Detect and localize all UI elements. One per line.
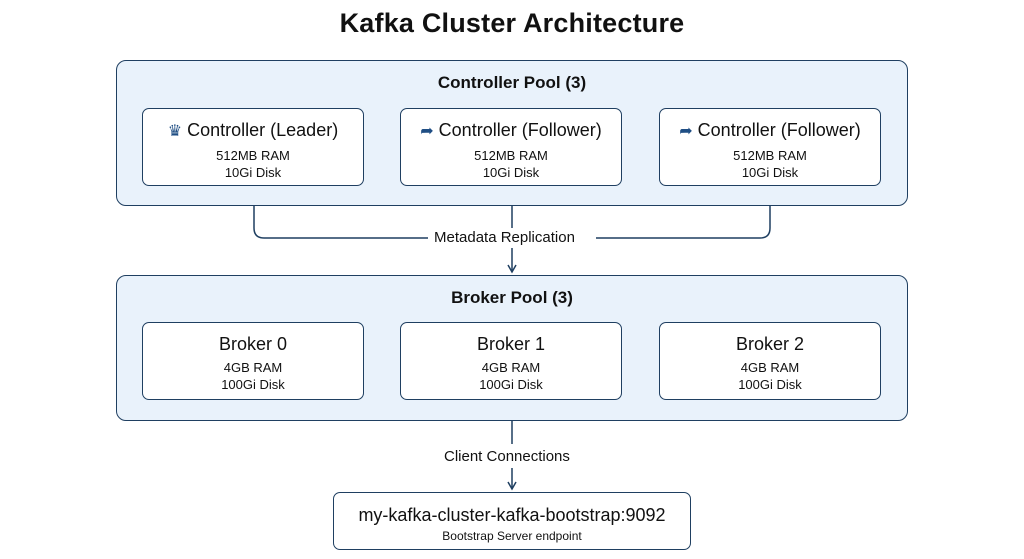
broker-2-ram: 4GB RAM <box>740 360 800 375</box>
share-arrow-icon: ➦ <box>679 123 693 140</box>
broker-0-label: Broker 0 <box>218 334 288 354</box>
controller-follower-2-node: ➦Controller (Follower) 512MB RAM 10Gi Di… <box>659 108 881 186</box>
bootstrap-endpoint-box: my-kafka-cluster-kafka-bootstrap:9092 Bo… <box>333 492 691 550</box>
controller-follower-1-ram: 512MB RAM <box>474 148 548 163</box>
broker-1-label: Broker 1 <box>476 334 546 354</box>
broker-2-label: Broker 2 <box>735 334 805 354</box>
broker-pool-title: Broker Pool (3) <box>451 288 573 307</box>
controller-leader-label: Controller (Leader) <box>187 120 339 140</box>
crown-icon: ♛ <box>167 123 183 140</box>
broker-1-disk: 100Gi Disk <box>479 377 543 392</box>
controller-follower-2-label: Controller (Follower) <box>697 120 861 140</box>
broker-0-disk: 100Gi Disk <box>221 377 285 392</box>
broker-1-node: Broker 1 4GB RAM 100Gi Disk <box>400 322 622 400</box>
controller-pool-title: Controller Pool (3) <box>437 73 587 92</box>
controller-follower-1-node: ➦Controller (Follower) 512MB RAM 10Gi Di… <box>400 108 622 186</box>
controller-leader-disk: 10Gi Disk <box>224 165 282 180</box>
controller-leader-ram: 512MB RAM <box>216 148 290 163</box>
broker-1-ram: 4GB RAM <box>481 360 541 375</box>
controller-leader-node: ♛Controller (Leader) 512MB RAM 10Gi Disk <box>142 108 364 186</box>
diagram-title: Kafka Cluster Architecture <box>339 8 685 38</box>
controller-follower-2-ram: 512MB RAM <box>733 148 807 163</box>
share-arrow-icon: ➦ <box>420 123 434 140</box>
bootstrap-endpoint-name: my-kafka-cluster-kafka-bootstrap:9092 <box>358 505 666 525</box>
broker-0-ram: 4GB RAM <box>223 360 283 375</box>
controller-follower-1-label: Controller (Follower) <box>438 120 602 140</box>
controller-follower-1-disk: 10Gi Disk <box>482 165 540 180</box>
bootstrap-endpoint-description: Bootstrap Server endpoint <box>442 529 582 543</box>
controller-follower-2-disk: 10Gi Disk <box>741 165 799 180</box>
metadata-replication-label: Metadata Replication <box>430 229 579 246</box>
broker-2-disk: 100Gi Disk <box>738 377 802 392</box>
broker-2-node: Broker 2 4GB RAM 100Gi Disk <box>659 322 881 400</box>
broker-0-node: Broker 0 4GB RAM 100Gi Disk <box>142 322 364 400</box>
client-connections-label: Client Connections <box>440 448 574 465</box>
